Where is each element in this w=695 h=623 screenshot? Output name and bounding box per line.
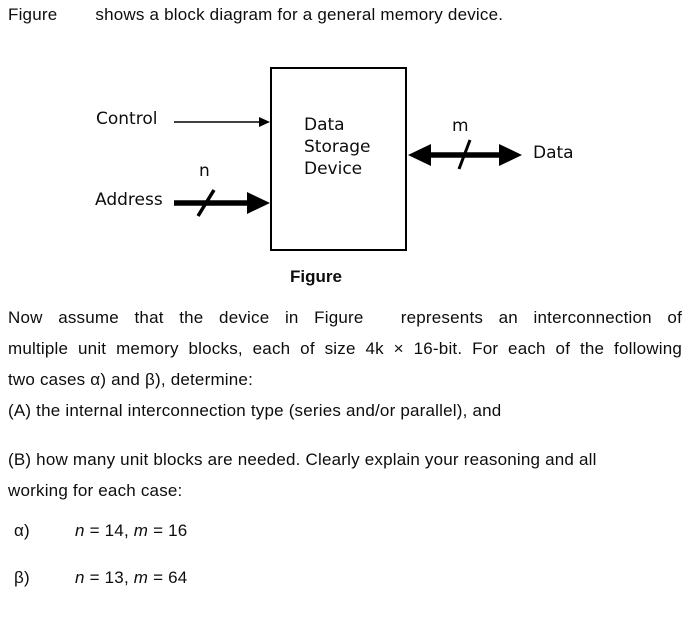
control-arrowhead [259, 117, 270, 127]
data-bus-left-arrowhead [408, 144, 431, 166]
bus-width-m-label: m [452, 116, 469, 136]
problem-line-1-after: represents an interconnection of [400, 308, 682, 327]
address-bus-width-slash [196, 189, 216, 217]
task-b-line-2: working for each case: [8, 481, 183, 500]
title-rest: shows a block diagram for a general memo… [95, 5, 504, 24]
problem-line-2-text: multiple unit memory blocks, each of siz… [8, 339, 682, 358]
var-m: m [133, 568, 149, 587]
data-bus-right-arrowhead [499, 144, 522, 166]
address-bus-arrowhead [247, 192, 270, 214]
var-n: n [75, 521, 85, 540]
title-prefix: Figure [8, 5, 58, 24]
case-alpha-m-value: = 16 [148, 521, 188, 540]
problem-line-1: Now assume that the device in Figure rep… [8, 308, 682, 330]
case-alpha-values: n = 14, m = 16 [75, 521, 187, 540]
task-a-line: (A) the internal interconnection type (s… [8, 401, 502, 420]
data-bus-width-slash [457, 139, 472, 170]
case-beta-m-value: = 64 [148, 568, 188, 587]
problem-line-3: two cases α) and β), determine: [8, 370, 254, 389]
title-line: Figure shows a block diagram for a genera… [8, 5, 503, 25]
device-box: Data Storage Device [270, 67, 407, 251]
case-alpha-label: α) [14, 521, 30, 540]
device-box-label: Data Storage Device [304, 115, 371, 179]
problem-line-2: multiple unit memory blocks, each of siz… [8, 339, 682, 361]
case-beta-n-value: = 13, [84, 568, 134, 587]
case-alpha-row: α) n = 14, m = 16 [14, 521, 187, 541]
case-beta-row: β) n = 13, m = 64 [14, 568, 187, 588]
case-beta-label: β) [14, 568, 30, 587]
memory-device-diagram: Data Storage Device Control Address n m … [0, 0, 695, 260]
diagram-arrows [174, 117, 522, 217]
problem-line-1-before: Now assume that the device in Figure [8, 308, 364, 327]
case-alpha-n-value: = 14, [84, 521, 134, 540]
figure-caption: Figure [290, 267, 342, 286]
data-label: Data [533, 143, 574, 163]
var-n: n [75, 568, 85, 587]
address-label: Address [95, 190, 163, 210]
var-m: m [133, 521, 149, 540]
bus-width-n-label: n [199, 161, 210, 181]
case-beta-values: n = 13, m = 64 [75, 568, 187, 587]
task-b-line-1: (B) how many unit blocks are needed. Cle… [8, 450, 597, 469]
control-label: Control [96, 109, 158, 129]
